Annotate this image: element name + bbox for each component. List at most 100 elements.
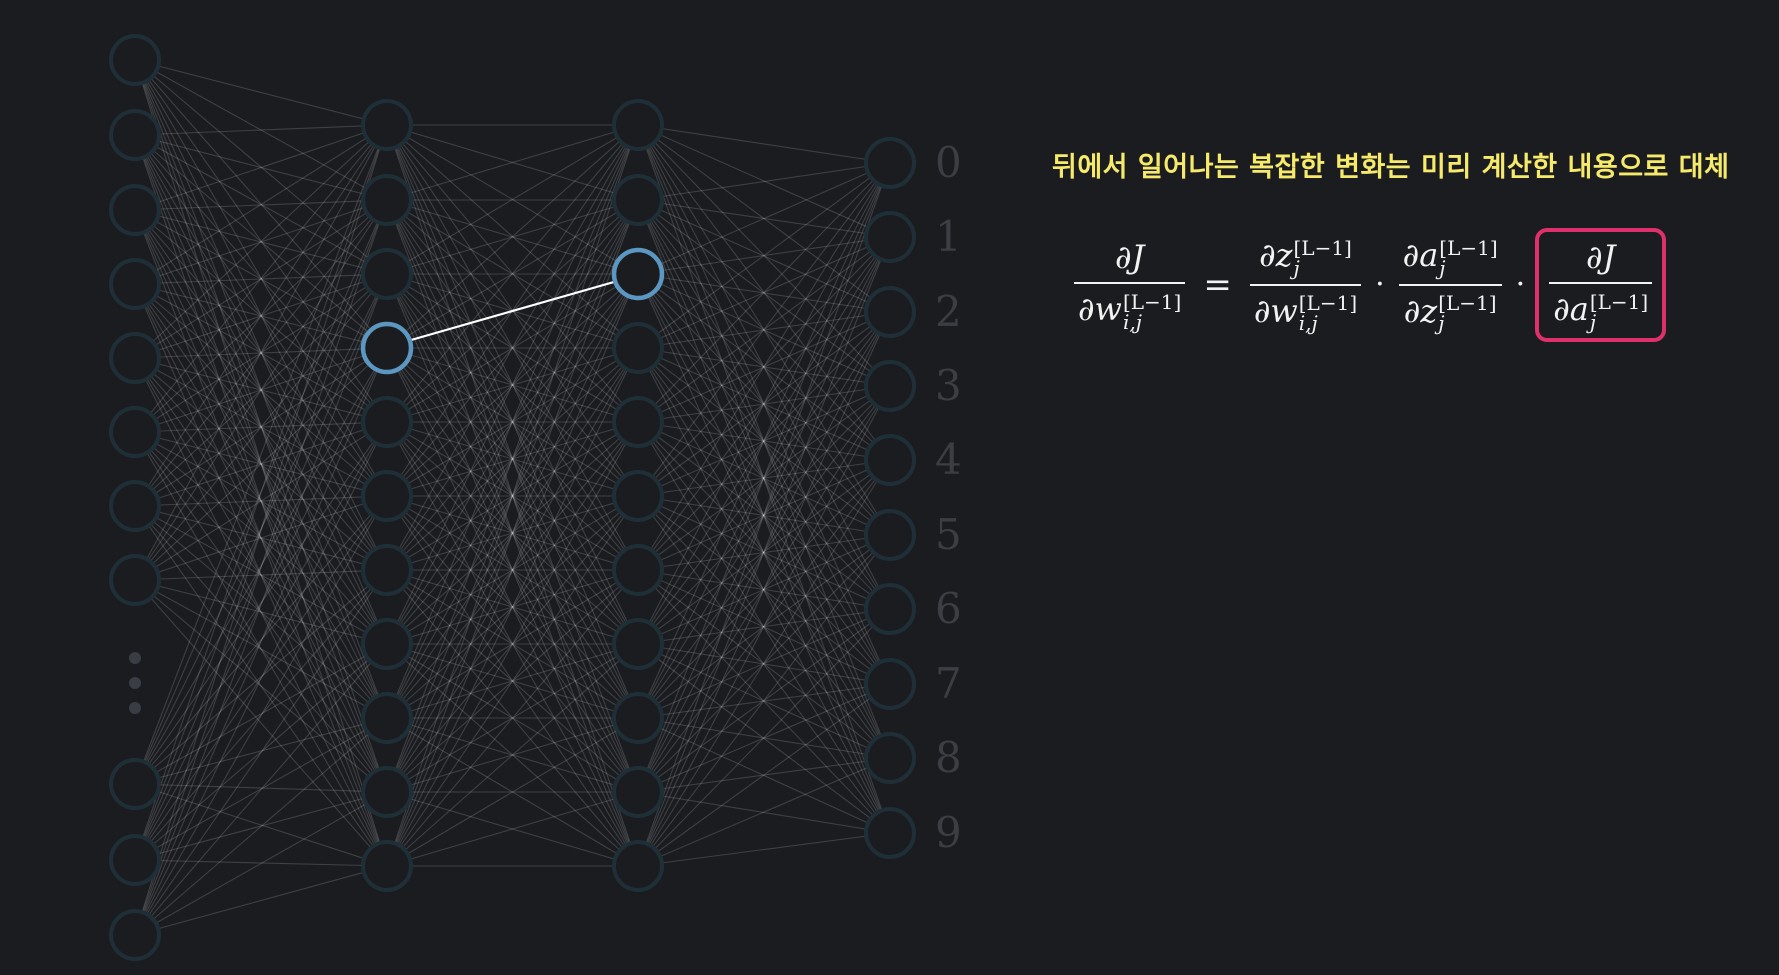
connection-line	[134, 199, 388, 936]
connection-line	[134, 59, 388, 571]
connection-line	[386, 495, 639, 645]
connection-line	[386, 421, 639, 571]
connection-line	[637, 273, 891, 387]
connection-line	[386, 347, 639, 867]
connection-line	[637, 236, 891, 275]
connection-line	[134, 357, 388, 423]
connection-line	[134, 643, 388, 785]
connection-line	[134, 273, 388, 433]
connection-line	[386, 124, 639, 571]
output-label: 8	[935, 733, 962, 782]
connection-line	[637, 495, 891, 759]
connection-line	[637, 683, 891, 867]
connection-line	[637, 162, 891, 719]
connection-line	[386, 124, 639, 645]
connection-line	[386, 347, 639, 719]
connection-line	[134, 124, 388, 785]
connection-line	[386, 347, 639, 793]
connection-line	[637, 236, 891, 645]
connection-line	[134, 495, 388, 861]
connection-line	[386, 347, 639, 719]
connection-line	[637, 495, 891, 685]
connection-line	[134, 421, 388, 507]
connection-line	[637, 347, 891, 387]
connection-line	[637, 199, 891, 685]
connection-line	[134, 357, 388, 497]
connection-line	[637, 421, 891, 461]
connection-line	[386, 199, 639, 571]
connection-line	[637, 347, 891, 685]
connection-line	[637, 534, 891, 719]
output-label: 5	[935, 510, 962, 559]
connection-line	[134, 421, 388, 581]
ellipsis-dot	[129, 677, 141, 689]
connection-line	[386, 495, 639, 793]
connection-line	[134, 209, 388, 275]
connection-line	[386, 273, 639, 497]
connection-line	[386, 347, 639, 793]
connection-line	[134, 124, 388, 136]
connection-line	[134, 134, 388, 275]
connection-line	[134, 209, 388, 571]
connection-line	[637, 569, 891, 610]
connection-line	[637, 459, 891, 793]
term2-fraction: ∂a[L−1]j ∂z[L−1]j	[1395, 234, 1506, 335]
connection-line	[637, 534, 891, 571]
connection-line	[386, 643, 639, 793]
connection-line	[637, 459, 891, 867]
connection-line	[386, 569, 639, 645]
connection-line	[134, 199, 388, 861]
connection-line	[637, 385, 891, 497]
connection-line	[637, 199, 891, 759]
connection-line	[386, 124, 639, 349]
connection-line	[386, 273, 639, 645]
connection-line	[134, 134, 388, 423]
connection-line	[134, 579, 388, 719]
connection-line	[637, 569, 891, 834]
connection-line	[386, 717, 639, 867]
neuron	[109, 480, 161, 532]
caption-text: 뒤에서 일어나는 복잡한 변화는 미리 계산한 내용으로 대체	[1052, 152, 1730, 183]
connection-line	[386, 273, 639, 497]
input-layer-ellipsis	[129, 652, 141, 714]
neuron	[612, 618, 664, 670]
neuron	[612, 396, 664, 448]
connection-line	[386, 421, 639, 645]
neuron	[109, 758, 161, 810]
connection-line	[637, 273, 891, 610]
connection-line	[637, 236, 891, 867]
connection-line	[134, 199, 388, 359]
connection-line	[637, 162, 891, 423]
connection-line	[134, 569, 388, 581]
connection-line	[637, 199, 891, 610]
neuron	[361, 396, 413, 448]
connection-line	[386, 124, 639, 275]
connection-line	[386, 569, 639, 867]
connection-line	[134, 347, 388, 359]
connection-line	[637, 162, 891, 867]
connection-line	[386, 495, 639, 719]
connection-line	[386, 495, 639, 571]
connection-line	[134, 495, 388, 936]
connection-line	[386, 273, 639, 571]
neuron	[864, 137, 916, 189]
output-label: 3	[935, 361, 962, 410]
ellipsis-dot	[129, 652, 141, 664]
neuron	[361, 174, 413, 226]
connection-line	[386, 643, 639, 867]
connection-line	[637, 162, 891, 793]
neuron	[109, 834, 161, 886]
connection-line	[386, 273, 639, 867]
connection-line	[386, 199, 639, 793]
connection-line	[134, 124, 388, 936]
connection-line	[637, 534, 891, 867]
connection-line	[134, 347, 388, 861]
connection-line	[134, 273, 388, 285]
term3-fraction: ∂J ∂a[L−1]j	[1545, 236, 1656, 334]
neuron	[864, 807, 916, 859]
connection-line	[637, 385, 891, 793]
connection-line	[637, 459, 891, 719]
connection-line	[134, 431, 388, 867]
connection-line	[134, 199, 388, 285]
neuron	[361, 840, 413, 892]
